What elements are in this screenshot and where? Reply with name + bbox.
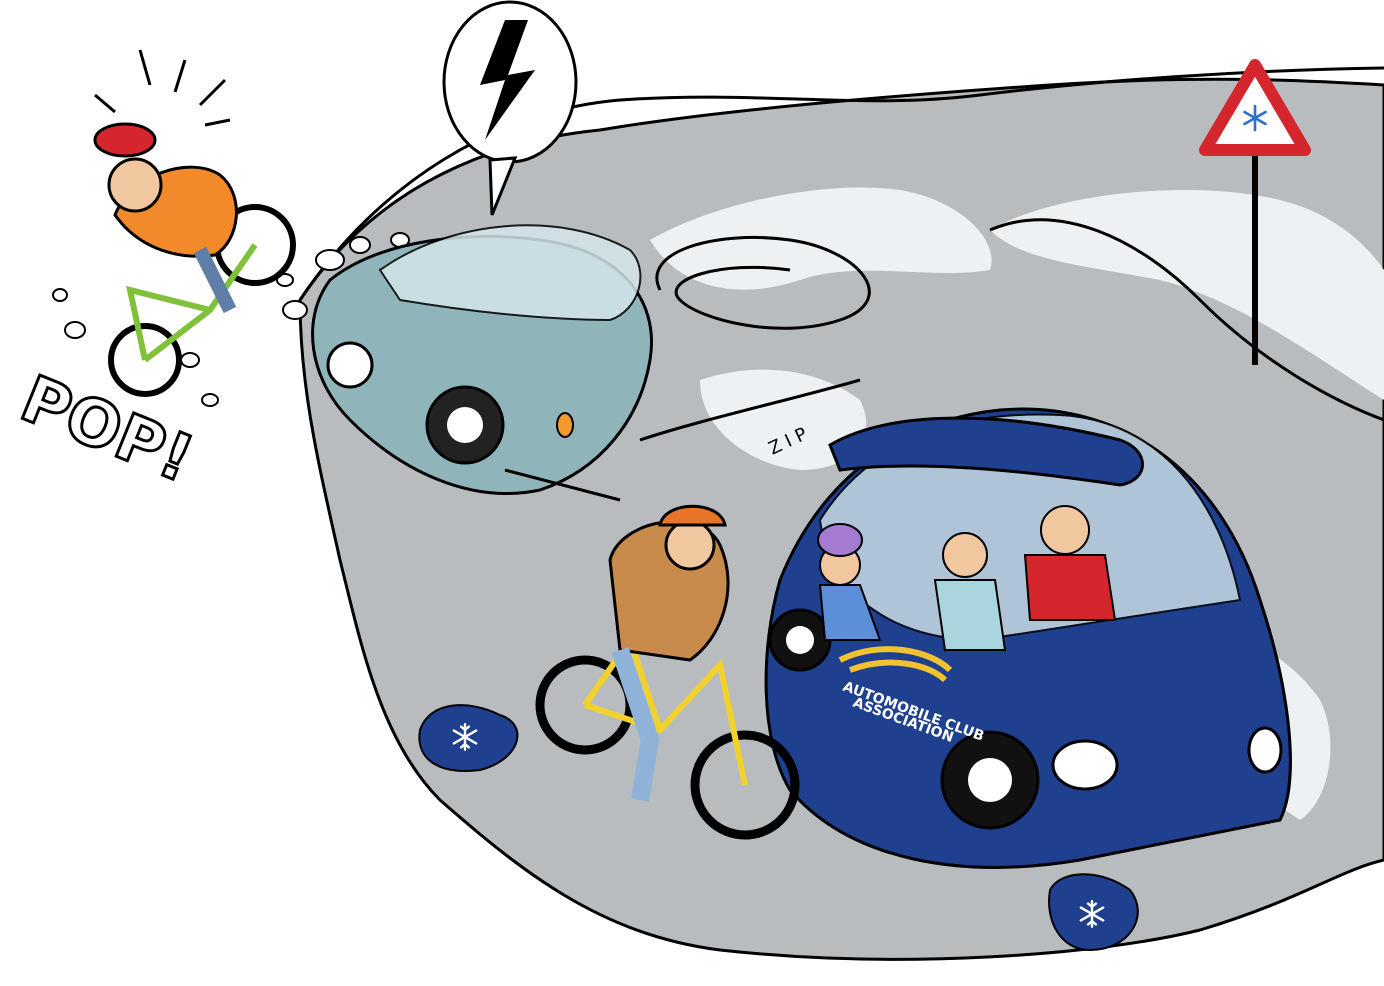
impact-lines bbox=[94, 49, 231, 127]
passenger-driver bbox=[1040, 505, 1090, 555]
yellow-bike-helmet bbox=[658, 504, 727, 527]
club-logo-mark bbox=[838, 646, 953, 683]
snow-patch bbox=[700, 369, 867, 470]
lightning-bubble bbox=[442, 0, 578, 216]
snowflake-drop bbox=[418, 704, 519, 772]
lightning-icon bbox=[480, 20, 535, 140]
falling-cyclist bbox=[93, 122, 296, 397]
skid-marks bbox=[655, 236, 871, 330]
crashed-car-headlight bbox=[326, 341, 374, 389]
falling-cyclist-helmet bbox=[93, 122, 157, 158]
road-edge bbox=[298, 66, 1384, 301]
snow-patch bbox=[990, 190, 1384, 400]
crashed-car bbox=[311, 224, 653, 502]
club-car-roof bbox=[828, 416, 1144, 487]
passenger-woman bbox=[942, 532, 988, 578]
yellow-bike-cyclist bbox=[535, 504, 800, 840]
warning-sign bbox=[1199, 59, 1311, 365]
club-car: AUTOMOBILE CLUB ASSOCIATION bbox=[764, 407, 1292, 869]
crashed-car-windshield bbox=[378, 224, 642, 322]
road-edge bbox=[989, 218, 1384, 422]
skid-marks bbox=[639, 378, 861, 442]
snow-patch bbox=[650, 187, 992, 290]
club-car-headlight bbox=[1051, 739, 1119, 791]
snowflake-drop bbox=[1048, 873, 1139, 952]
snowflake-icon bbox=[1243, 104, 1267, 132]
